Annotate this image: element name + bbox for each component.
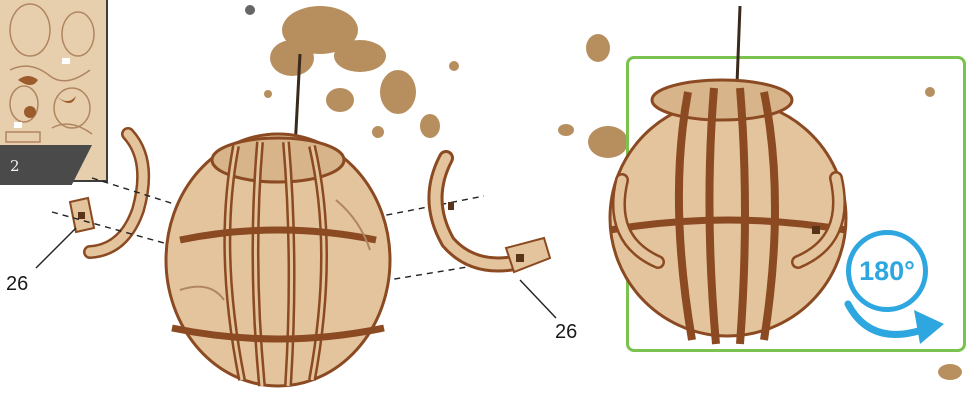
- part-26-right-illustration: [422, 150, 562, 300]
- wooden-sphere-assembly: [150, 50, 410, 396]
- part-number-label-right: 26: [555, 321, 577, 344]
- rotation-label: 180°: [859, 256, 915, 287]
- rotate-arrow-icon: [840, 290, 964, 350]
- part-number-label-left: 26: [6, 273, 28, 296]
- assembled-sphere-preview: [588, 0, 858, 360]
